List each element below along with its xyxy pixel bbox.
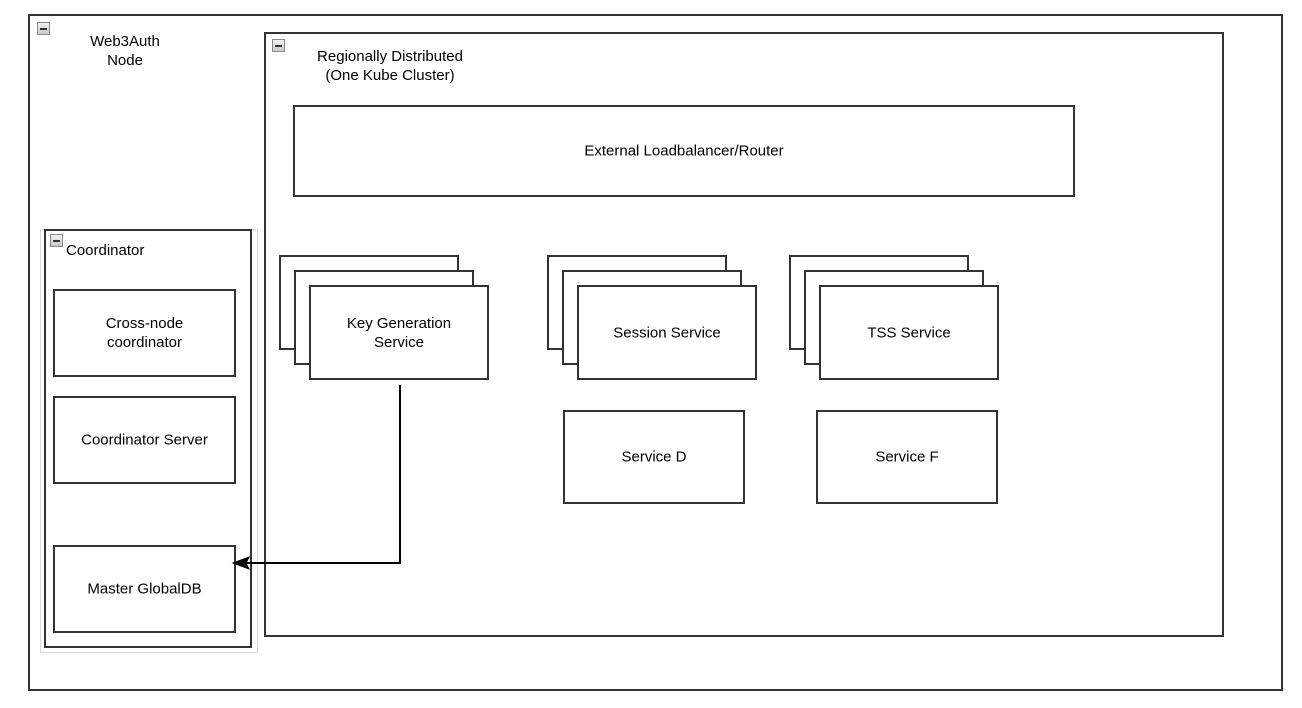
master-globaldb-box[interactable]: Master GlobalDB [53, 545, 236, 633]
service-d-label: Service D [621, 448, 687, 466]
key-generation-service-label: Key Generation Service [346, 314, 452, 351]
coordinator-server-box[interactable]: Coordinator Server [53, 396, 236, 484]
web3auth-node-label: Web3Auth Node [90, 33, 160, 69]
cross-node-coordinator-label: Cross-node coordinator [105, 315, 184, 351]
service-f-label: Service F [875, 448, 939, 466]
external-loadbalancer-box[interactable]: External Loadbalancer/Router [293, 105, 1075, 197]
master-globaldb-label: Master GlobalDB [87, 580, 202, 598]
tss-service-replica-front[interactable]: TSS Service [819, 285, 999, 380]
external-loadbalancer-label: External Loadbalancer/Router [584, 142, 784, 160]
key-generation-service-stack[interactable]: Key Generation Service [279, 255, 494, 385]
minus-square-icon-kube-cluster[interactable] [272, 39, 285, 52]
tss-service-label: TSS Service [867, 324, 951, 341]
service-f-box[interactable]: Service F [816, 410, 998, 504]
session-service-replica-front[interactable]: Session Service [577, 285, 757, 380]
coordinator-label: Coordinator [66, 242, 145, 259]
tss-service-stack[interactable]: TSS Service [789, 255, 1004, 385]
session-service-label: Session Service [613, 324, 721, 341]
coordinator-server-label: Coordinator Server [81, 431, 208, 449]
session-service-stack[interactable]: Session Service [547, 255, 762, 385]
minus-square-icon-coordinator[interactable] [50, 234, 63, 247]
minus-square-icon-web3auth-node[interactable] [37, 22, 50, 35]
service-d-box[interactable]: Service D [563, 410, 745, 504]
kube-cluster-label: Regionally Distributed (One Kube Cluster… [317, 48, 463, 84]
cross-node-coordinator-box[interactable]: Cross-node coordinator [53, 289, 236, 377]
key-generation-service-replica-front[interactable]: Key Generation Service [309, 285, 489, 380]
